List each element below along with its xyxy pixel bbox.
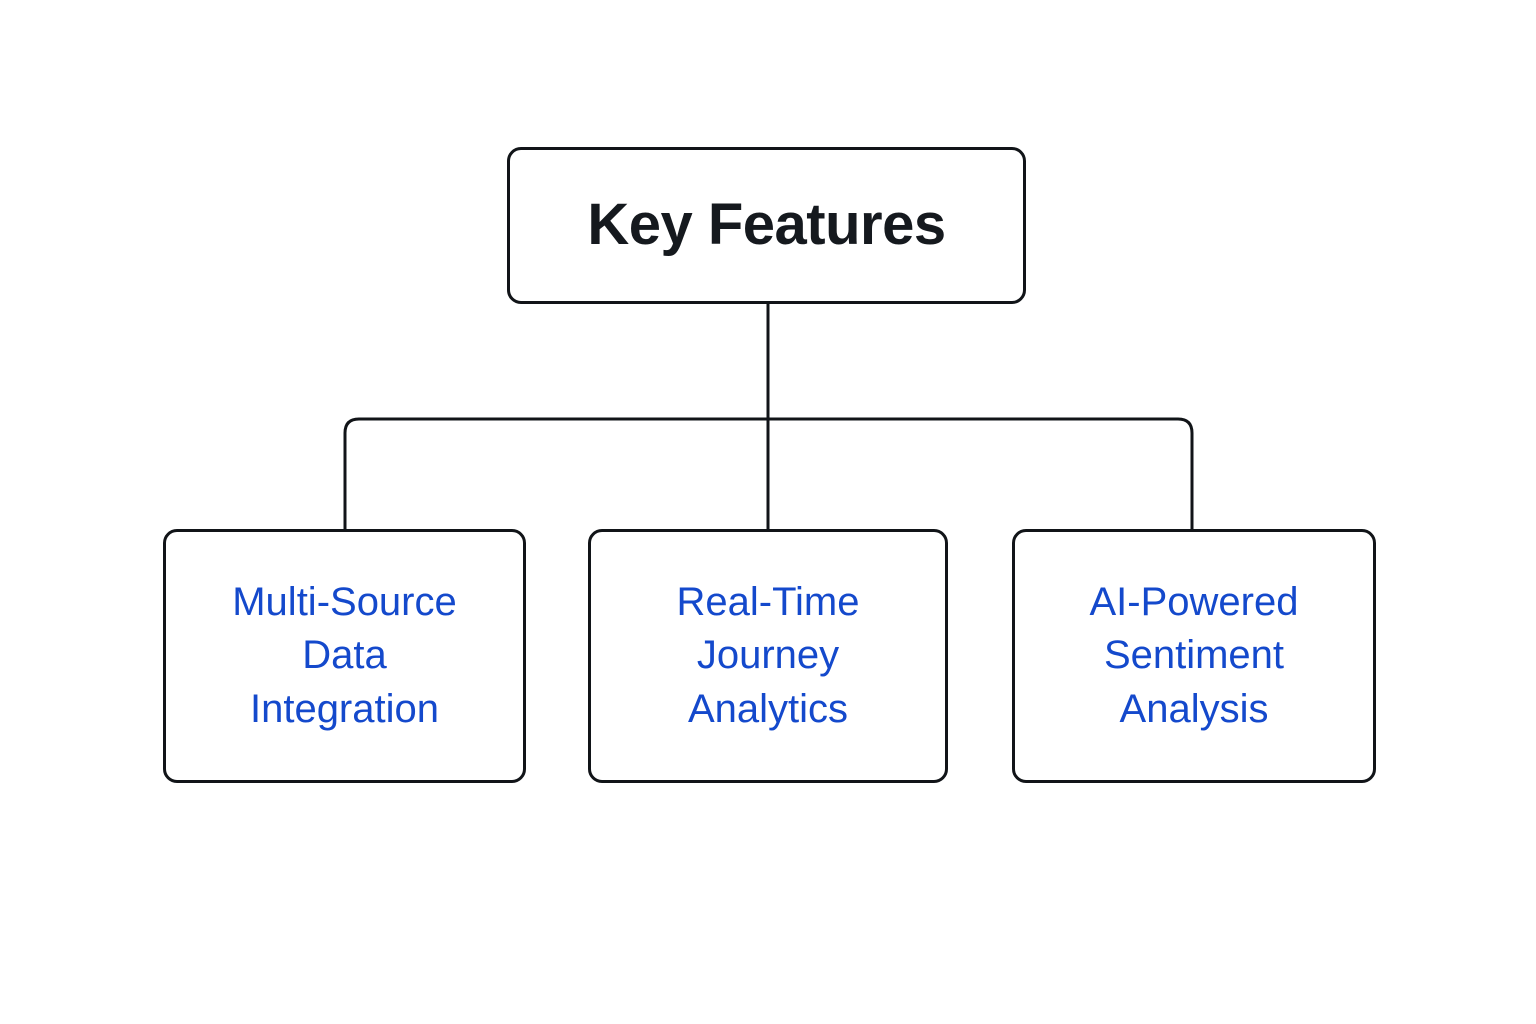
node-child-label: Multi-Source Data Integration [232,579,457,731]
node-child-label: AI-Powered Sentiment Analysis [1089,579,1299,731]
node-root-key-features[interactable]: Key Features [507,147,1026,304]
node-child-real-time-journey-analytics[interactable]: Real-Time Journey Analytics [588,529,948,783]
node-root-label: Key Features [587,192,946,258]
connector-bus-right [768,417,1194,529]
connector-bus-left [343,417,768,529]
node-child-ai-powered-sentiment-analysis[interactable]: AI-Powered Sentiment Analysis [1012,529,1376,783]
node-child-label: Real-Time Journey Analytics [676,579,860,731]
node-child-multi-source-data-integration[interactable]: Multi-Source Data Integration [163,529,526,783]
